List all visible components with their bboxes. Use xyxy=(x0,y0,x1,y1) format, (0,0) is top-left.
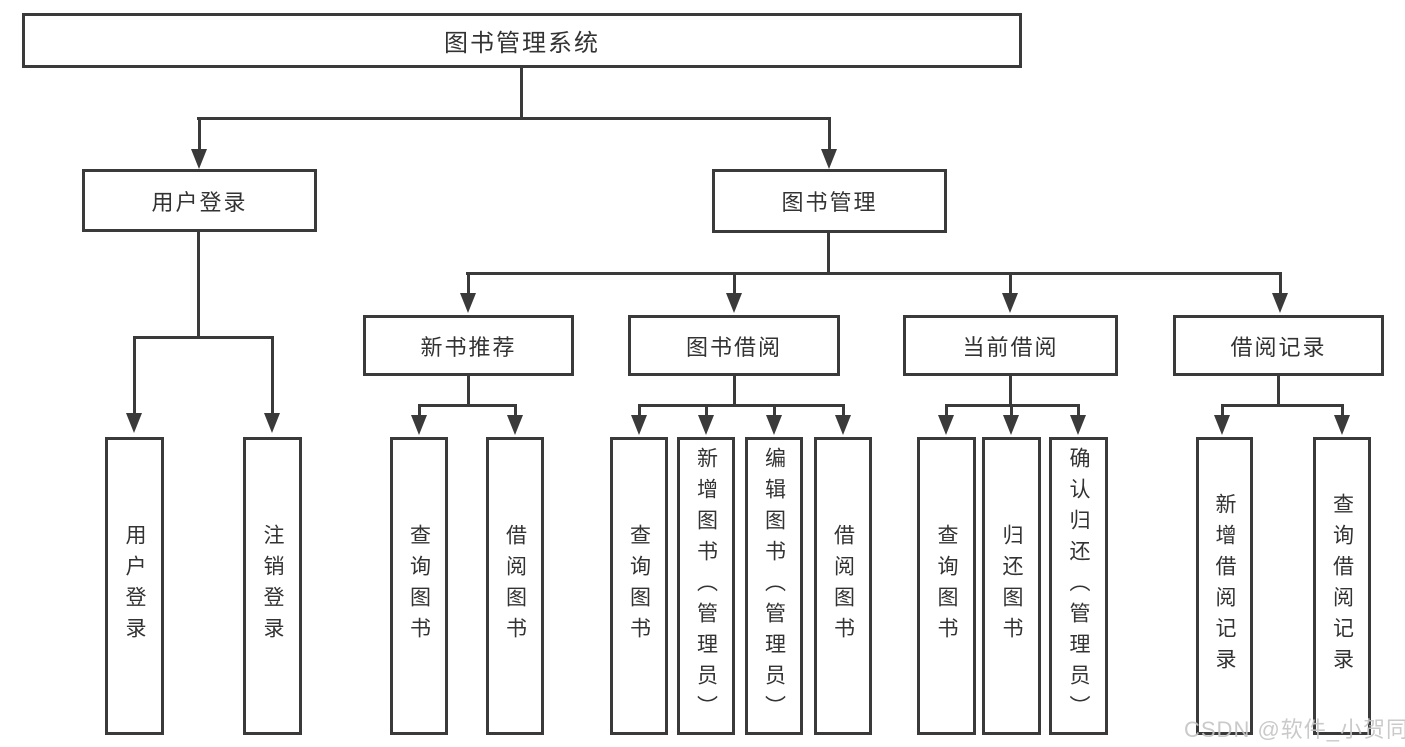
node-book-management: 图书管理 xyxy=(712,169,947,233)
leaf-label: 查询图书 xyxy=(407,524,431,648)
leaf-return-book: 归还图书 xyxy=(982,437,1041,735)
connector-vline xyxy=(828,117,831,149)
arrow-down-icon xyxy=(835,415,851,435)
node-label: 用户登录 xyxy=(151,189,248,215)
arrow-down-icon xyxy=(264,413,280,433)
connector-vline xyxy=(514,404,517,415)
arrow-down-icon xyxy=(938,415,954,435)
leaf-query-books-current: 查询图书 xyxy=(917,437,976,735)
connector-vline xyxy=(418,404,421,415)
connector-vline xyxy=(467,272,470,293)
node-borrowing-records: 借阅记录 xyxy=(1173,315,1384,376)
arrow-down-icon xyxy=(1272,293,1288,313)
leaf-label: 查询借阅记录 xyxy=(1330,493,1354,679)
connector-hline xyxy=(466,272,1282,275)
arrow-down-icon xyxy=(698,415,714,435)
leaf-label: 查询图书 xyxy=(935,524,958,648)
connector-vline xyxy=(1009,376,1012,405)
connector-vline xyxy=(1077,404,1080,415)
connector-vline xyxy=(1009,272,1012,293)
node-label: 新书推荐 xyxy=(420,334,517,360)
arrow-down-icon xyxy=(1334,415,1350,435)
connector-hline xyxy=(1221,404,1343,407)
node-label: 借阅记录 xyxy=(1230,334,1327,360)
node-new-book-recommendation: 新书推荐 xyxy=(363,315,574,376)
leaf-edit-book-admin: 编辑图书（管理员） xyxy=(745,437,803,735)
leaf-label: 借阅图书 xyxy=(831,524,855,648)
connector-vline xyxy=(467,376,470,405)
arrow-down-icon xyxy=(821,149,837,169)
leaf-label: 用户登录 xyxy=(123,524,146,648)
leaf-user-login: 用户登录 xyxy=(105,437,164,735)
arrow-down-icon xyxy=(411,415,427,435)
leaf-borrow-books-recommend: 借阅图书 xyxy=(486,437,544,735)
leaf-query-borrow-record: 查询借阅记录 xyxy=(1313,437,1371,735)
connector-vline xyxy=(733,376,736,405)
arrow-down-icon xyxy=(1214,415,1230,435)
arrow-down-icon xyxy=(1003,415,1019,435)
leaf-add-borrow-record: 新增借阅记录 xyxy=(1196,437,1253,735)
connector-vline xyxy=(1277,376,1280,405)
connector-vline xyxy=(1279,272,1282,293)
leaf-borrow-books: 借阅图书 xyxy=(814,437,872,735)
node-label: 当前借阅 xyxy=(962,334,1059,360)
connector-vline xyxy=(1341,404,1344,415)
leaf-label: 归还图书 xyxy=(1000,524,1023,648)
connector-vline xyxy=(945,404,948,415)
arrow-down-icon xyxy=(631,415,647,435)
arrow-down-icon xyxy=(766,415,782,435)
leaf-label: 编辑图书（管理员） xyxy=(762,446,786,726)
node-current-borrowing: 当前借阅 xyxy=(903,315,1118,376)
connector-vline xyxy=(827,233,830,273)
connector-vline xyxy=(773,404,776,415)
watermark: CSDN @软件_小贺同学 xyxy=(1184,717,1405,742)
leaf-label: 注销登录 xyxy=(261,524,284,648)
node-book-borrowing: 图书借阅 xyxy=(628,315,840,376)
connector-vline xyxy=(198,117,201,149)
arrow-down-icon xyxy=(126,413,142,433)
arrow-down-icon xyxy=(191,149,207,169)
leaf-label: 确认归还（管理员） xyxy=(1067,446,1090,726)
node-label: 图书管理系统 xyxy=(444,30,600,57)
arrow-down-icon xyxy=(507,415,523,435)
leaf-label: 查询图书 xyxy=(627,524,651,648)
leaf-query-books-recommend: 查询图书 xyxy=(390,437,448,735)
leaf-add-book-admin: 新增图书（管理员） xyxy=(677,437,735,735)
arrow-down-icon xyxy=(1002,293,1018,313)
connector-vline xyxy=(197,232,200,336)
node-label: 图书管理 xyxy=(781,190,878,215)
connector-vline xyxy=(705,404,708,415)
connector-vline xyxy=(733,272,736,293)
connector-hline xyxy=(197,117,831,120)
leaf-label: 新增借阅记录 xyxy=(1213,493,1236,679)
connector-hline xyxy=(638,404,845,407)
connector-vline xyxy=(1010,404,1013,415)
leaf-logout: 注销登录 xyxy=(243,437,302,735)
leaf-label: 借阅图书 xyxy=(503,524,527,648)
connector-vline xyxy=(842,404,845,415)
arrow-down-icon xyxy=(460,293,476,313)
leaf-query-books-borrowing: 查询图书 xyxy=(610,437,668,735)
node-label: 图书借阅 xyxy=(685,334,782,360)
node-library-management-system: 图书管理系统 xyxy=(22,13,1022,68)
connector-vline xyxy=(271,336,274,413)
node-user-login: 用户登录 xyxy=(82,169,317,232)
arrow-down-icon xyxy=(1070,415,1086,435)
connector-vline xyxy=(638,404,641,415)
connector-vline xyxy=(520,68,523,118)
leaf-label: 新增图书（管理员） xyxy=(694,446,718,726)
connector-hline xyxy=(418,404,517,407)
connector-vline xyxy=(133,336,136,413)
connector-hline xyxy=(133,336,274,339)
connector-vline xyxy=(1221,404,1224,415)
leaf-confirm-return-admin: 确认归还（管理员） xyxy=(1049,437,1108,735)
arrow-down-icon xyxy=(726,293,742,313)
